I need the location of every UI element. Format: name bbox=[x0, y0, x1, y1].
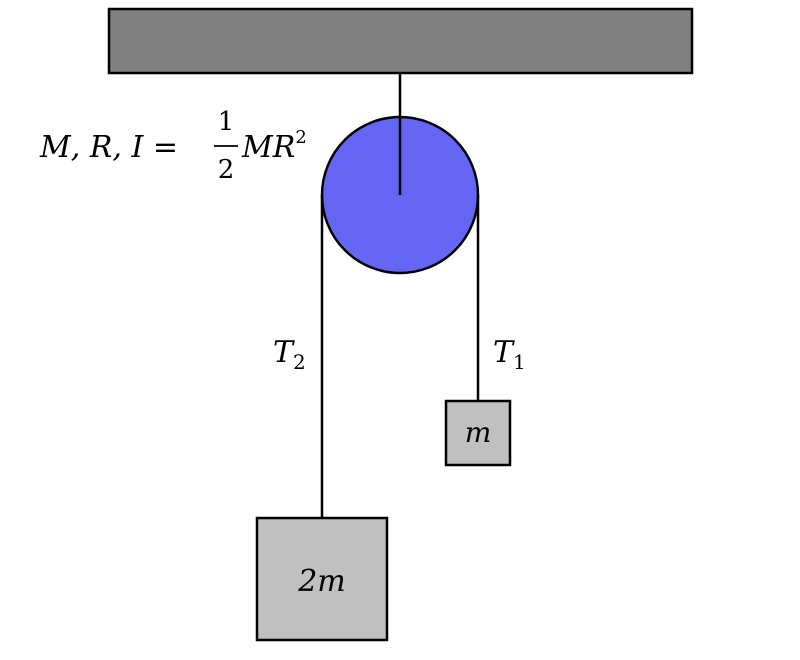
tension-right-label: T1 bbox=[493, 335, 526, 374]
pulley-label-prefix: M, R, I = bbox=[39, 130, 178, 165]
mass-small-box bbox=[444, 399, 512, 467]
mass-small-label: m bbox=[465, 416, 492, 449]
ceiling-support bbox=[107, 7, 694, 75]
pulley-label-frac-denominator: 2 bbox=[218, 155, 235, 185]
mass-large-label: 2m bbox=[297, 564, 346, 599]
tension-left-label: T2 bbox=[273, 335, 306, 374]
pulley-label-suffix: MR2 bbox=[241, 127, 307, 165]
tension-left-symbol: T bbox=[273, 335, 295, 370]
pulley-label-exponent: 2 bbox=[295, 127, 306, 148]
mass-large-box bbox=[255, 516, 389, 642]
pulley-label-suffix-text: MR bbox=[241, 130, 295, 165]
tension-left-subscript: 2 bbox=[293, 350, 306, 374]
pulley-properties-label: M, R, I = 1 2 MR2 bbox=[39, 107, 307, 185]
tension-right-symbol: T bbox=[493, 335, 515, 370]
tension-right-subscript: 1 bbox=[513, 350, 526, 374]
pulley-label-frac-numerator: 1 bbox=[218, 107, 235, 137]
